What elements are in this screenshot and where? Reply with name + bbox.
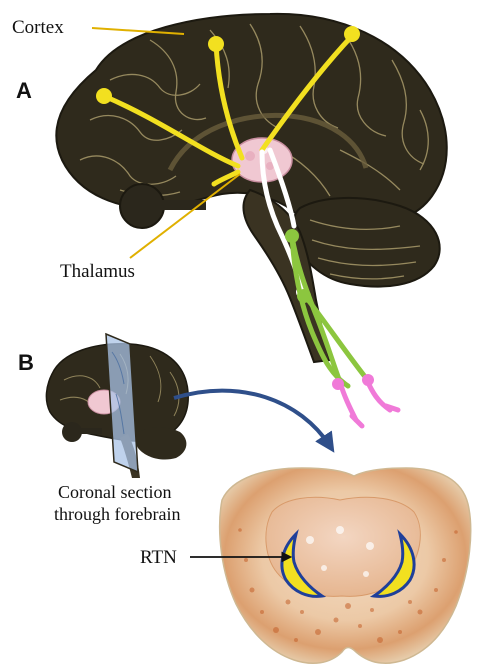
panel-letter-b: B (18, 350, 34, 375)
small-cerebellum (135, 428, 186, 460)
main-brain (56, 14, 446, 362)
small-optic-nerve (80, 428, 102, 434)
rtn-label: RTN (140, 547, 177, 568)
small-eye (62, 422, 82, 442)
eye-globe (120, 184, 164, 228)
coronal-label-line1: Coronal section (58, 482, 171, 502)
section-arrow (174, 391, 330, 446)
coronal-label-line2: through forebrain (54, 504, 180, 524)
thalamus-label: Thalamus (60, 261, 135, 282)
cortex-label: Cortex (12, 17, 64, 38)
coronal-section (220, 468, 471, 663)
panel-letter-a: A (16, 78, 32, 103)
